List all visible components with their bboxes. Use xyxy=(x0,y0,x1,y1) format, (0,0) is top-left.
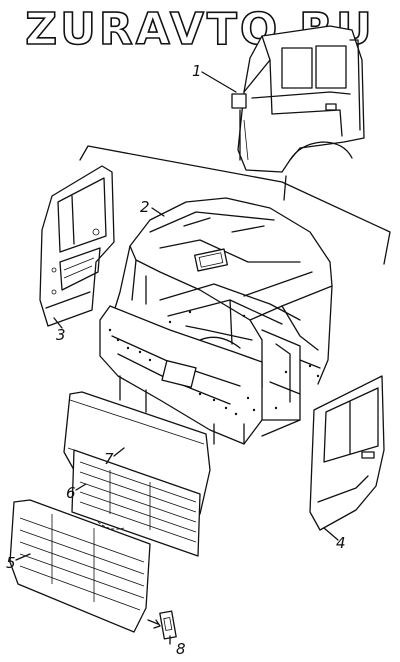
cab-frame xyxy=(99,197,333,445)
callout-6: 6 xyxy=(66,484,76,502)
callout-1: 1 xyxy=(192,62,202,80)
grouping-bracket xyxy=(79,145,391,265)
callout-8: 8 xyxy=(176,640,186,658)
callout-4: 4 xyxy=(336,534,346,552)
radiator-grille xyxy=(71,449,201,557)
callout-3: 3 xyxy=(56,326,66,344)
assembly-guide xyxy=(97,521,125,530)
small-bracket xyxy=(147,610,177,640)
lower-grille xyxy=(9,499,151,633)
left-door xyxy=(39,165,115,327)
leader-lines xyxy=(15,71,339,645)
callout-2: 2 xyxy=(140,198,150,216)
callout-5: 5 xyxy=(6,554,16,572)
callout-7: 7 xyxy=(104,450,114,468)
assembled-cab xyxy=(231,25,365,173)
right-door xyxy=(309,375,385,531)
